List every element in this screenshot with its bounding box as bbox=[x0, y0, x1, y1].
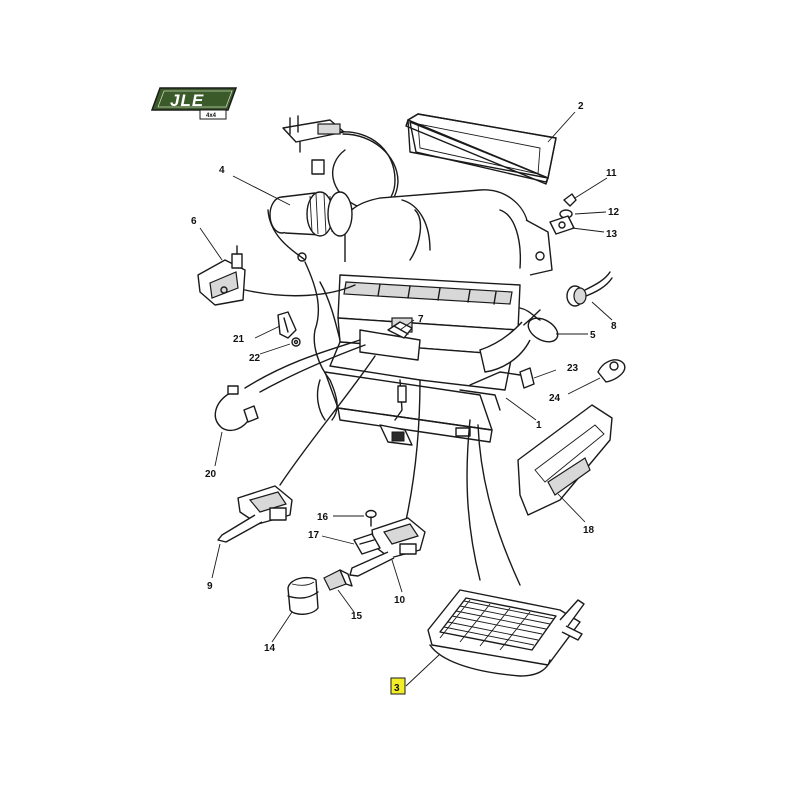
part-cover-18 bbox=[517, 404, 613, 516]
callout-18[interactable]: 18 bbox=[583, 525, 595, 536]
jle-logo: JLE 4x4 bbox=[150, 87, 238, 120]
callout-labels: 2 4 11 12 13 6 5 8 7 23 24 1 21 22 20 18… bbox=[191, 101, 620, 695]
logo-subtext: 4x4 bbox=[206, 113, 217, 119]
callout-11[interactable]: 11 bbox=[606, 168, 617, 179]
callout-16[interactable]: 16 bbox=[317, 512, 329, 523]
callout-5[interactable]: 5 bbox=[590, 330, 596, 341]
callout-17[interactable]: 17 bbox=[308, 530, 320, 541]
callout-6[interactable]: 6 bbox=[191, 216, 197, 227]
part-heater-matrix bbox=[427, 589, 585, 677]
part-fastener-stack bbox=[549, 193, 577, 235]
callout-8[interactable]: 8 bbox=[611, 321, 617, 332]
part-knob-14 bbox=[287, 576, 319, 615]
part-bracket-23 bbox=[519, 367, 535, 389]
callout-12[interactable]: 12 bbox=[608, 207, 620, 218]
callout-21[interactable]: 21 bbox=[233, 334, 245, 345]
callout-4[interactable]: 4 bbox=[219, 165, 225, 176]
part-switch-9 bbox=[217, 485, 293, 543]
part-filter-frame bbox=[405, 113, 557, 185]
part-switch-6 bbox=[197, 245, 246, 306]
callout-20[interactable]: 20 bbox=[205, 469, 217, 480]
part-clip-17 bbox=[353, 533, 381, 555]
callout-2[interactable]: 2 bbox=[578, 101, 584, 112]
callout-23[interactable]: 23 bbox=[567, 363, 579, 374]
logo-text: JLE bbox=[170, 91, 204, 110]
part-knob-15 bbox=[323, 569, 353, 591]
callout-13[interactable]: 13 bbox=[606, 229, 618, 240]
part-bracket-21 bbox=[277, 311, 297, 339]
part-screw-16 bbox=[365, 509, 377, 527]
callout-10[interactable]: 10 bbox=[394, 595, 406, 606]
callout-22[interactable]: 22 bbox=[249, 353, 261, 364]
callout-24[interactable]: 24 bbox=[549, 393, 561, 404]
callout-3-highlight bbox=[390, 677, 406, 695]
part-nut-22 bbox=[291, 337, 301, 347]
part-sensor-lead-20 bbox=[214, 385, 259, 432]
leader-lines bbox=[199, 111, 613, 687]
callout-15[interactable]: 15 bbox=[351, 611, 363, 622]
part-sensor-8 bbox=[566, 271, 613, 307]
callout-14[interactable]: 14 bbox=[264, 643, 276, 654]
part-duct-elbow bbox=[479, 307, 559, 373]
part-blower-motor bbox=[267, 191, 353, 262]
part-connector-plug bbox=[379, 379, 413, 446]
part-knob-24 bbox=[597, 359, 626, 383]
heater-housing bbox=[324, 189, 553, 443]
callout-9[interactable]: 9 bbox=[207, 581, 213, 592]
callout-1[interactable]: 1 bbox=[536, 420, 542, 431]
callout-7[interactable]: 7 bbox=[418, 314, 424, 325]
callout-3[interactable]: 3 bbox=[394, 683, 400, 694]
